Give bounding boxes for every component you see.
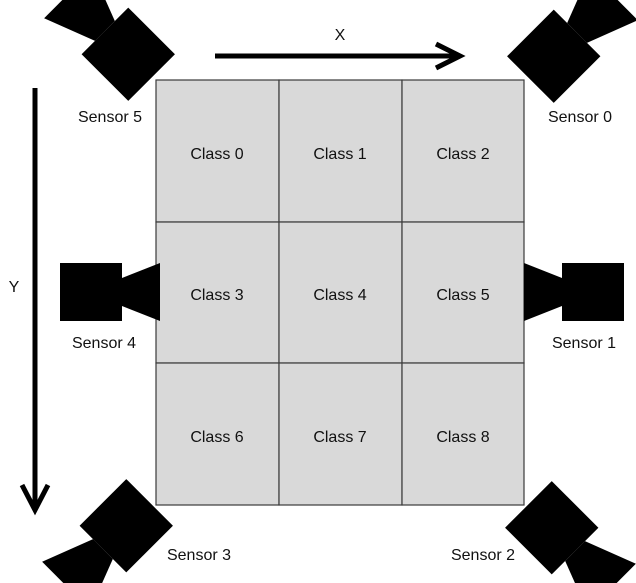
- class-label-3: Class 3: [190, 287, 243, 304]
- sensor-4-camera-icon: [60, 263, 160, 321]
- class-label-2: Class 2: [436, 146, 489, 163]
- grid-cell-2: [401, 79, 525, 223]
- class-label-8: Class 8: [436, 429, 489, 446]
- class-label-7: Class 7: [313, 429, 366, 446]
- y-axis-arrow: [19, 88, 51, 516]
- grid-cell-0: [155, 79, 280, 223]
- sensor-3-camera-icon: [42, 479, 173, 583]
- grid-cell-8: [401, 362, 525, 506]
- sensor-1-label: Sensor 1: [552, 335, 616, 352]
- grid-cell-7: [278, 362, 403, 506]
- sensor-0-camera-icon: [507, 0, 636, 103]
- x-axis-label: X: [335, 27, 346, 44]
- sensor-1-camera-icon: [524, 263, 624, 321]
- sensor-5-label: Sensor 5: [78, 109, 142, 126]
- grid-cell-5: [401, 221, 525, 364]
- sensor-3-label: Sensor 3: [167, 547, 231, 564]
- sensor-4-label: Sensor 4: [72, 335, 136, 352]
- class-label-4: Class 4: [313, 287, 366, 304]
- y-axis-label: Y: [9, 279, 20, 296]
- grid-cell-6: [155, 362, 280, 506]
- sensor-0-label: Sensor 0: [548, 109, 612, 126]
- sensor-5-camera-icon: [44, 0, 175, 101]
- grid-cell-3: [155, 221, 280, 364]
- class-label-0: Class 0: [190, 146, 243, 163]
- class-grid: Class 0 Class 1 Class 2 Class 3 Class 4 …: [155, 79, 525, 506]
- grid-cell-1: [278, 79, 403, 223]
- class-label-6: Class 6: [190, 429, 243, 446]
- sensor-2-label: Sensor 2: [451, 547, 515, 564]
- class-label-1: Class 1: [313, 146, 366, 163]
- sensor-2-camera-icon: [505, 481, 636, 583]
- x-axis-arrow: [215, 41, 466, 71]
- class-label-5: Class 5: [436, 287, 489, 304]
